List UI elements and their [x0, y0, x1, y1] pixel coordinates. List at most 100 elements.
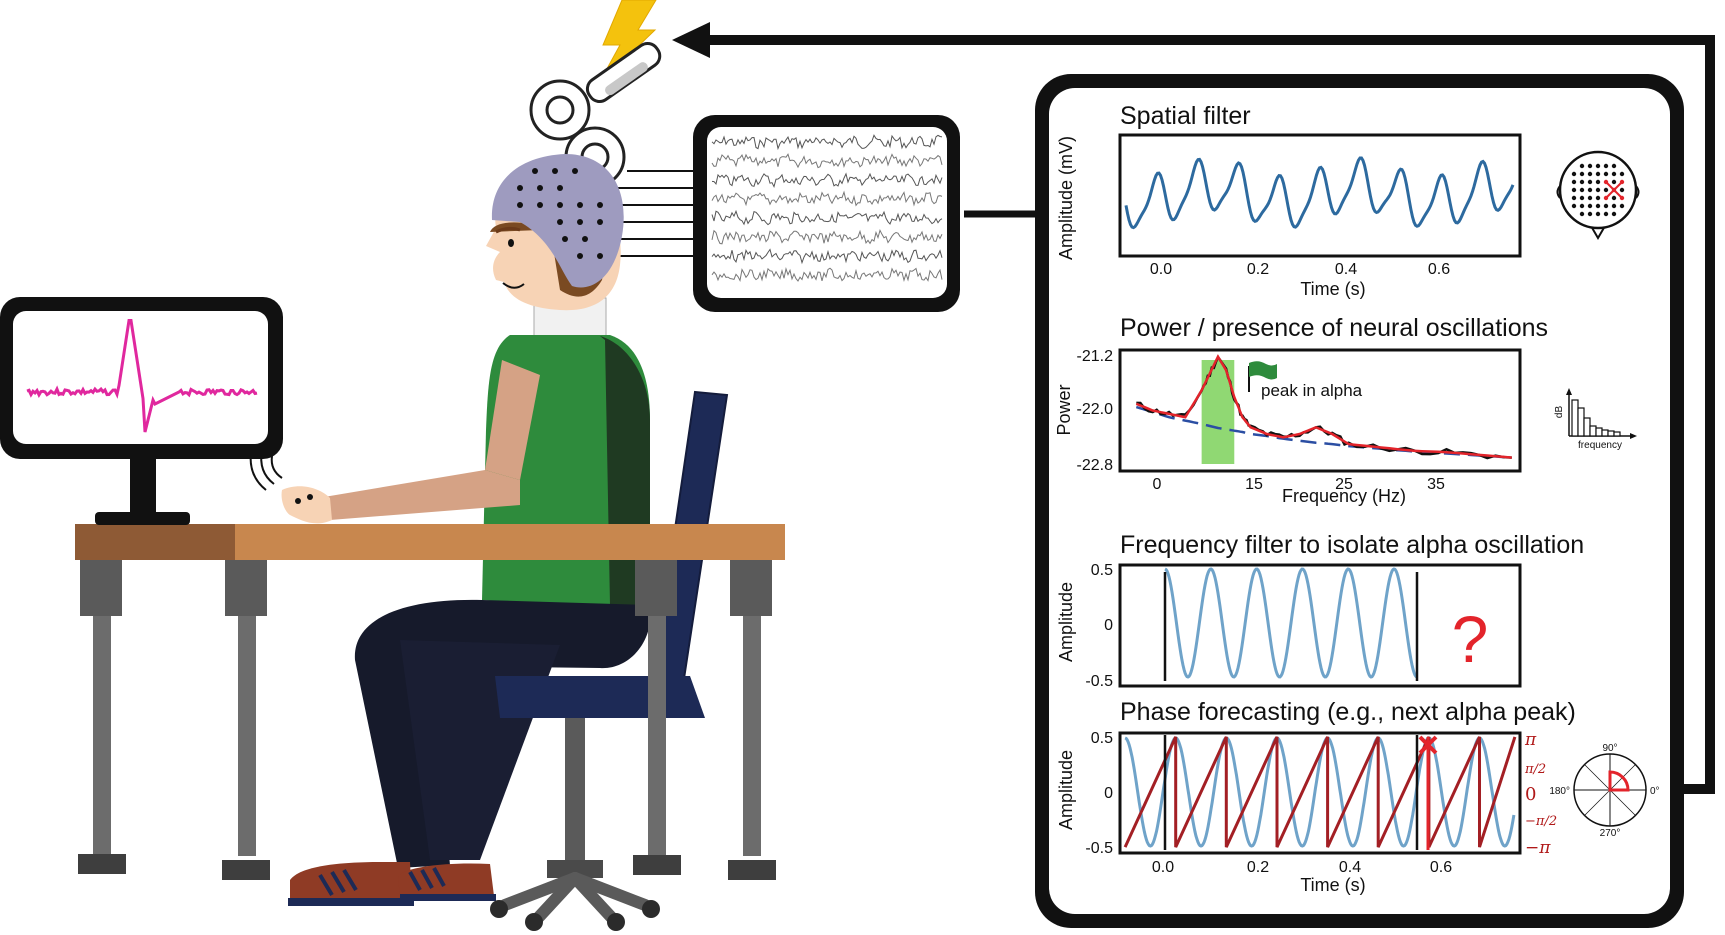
- electrode-dot: [1579, 179, 1585, 185]
- power-ytick: -22.0: [1077, 401, 1114, 418]
- electrode-dot: [1603, 211, 1609, 217]
- eeg-channel-trace: [711, 248, 943, 265]
- power-spectrum-panel: Power / presence of neural oscillations …: [1054, 314, 1637, 506]
- power-ytick: -21.2: [1077, 348, 1114, 365]
- electrode-dot: [1587, 203, 1593, 209]
- desk: [75, 524, 785, 880]
- power-model-line: [1135, 354, 1512, 459]
- phase-title: Phase forecasting (e.g., next alpha peak…: [1120, 698, 1576, 726]
- polar-phase-icon: 90° 180° 0° 270°: [1549, 743, 1659, 839]
- electrode-dot: [1587, 163, 1593, 169]
- spatial-filter-panel: Spatial filter Amplitude (mV) 0.0 0.2 0.…: [1056, 102, 1640, 299]
- phase-xtick: 0.0: [1152, 859, 1174, 876]
- phase-rtick-minus-half-pi: −π/2: [1525, 814, 1557, 829]
- spatial-xlabel: Time (s): [1300, 279, 1365, 299]
- eeg-channel-trace: [711, 134, 943, 151]
- alpha-band-highlight: [1201, 360, 1235, 464]
- electrode-dot: [1619, 171, 1625, 177]
- phase-rtick-minus-pi: −π: [1525, 838, 1551, 858]
- freq-ylabel: Amplitude: [1056, 582, 1076, 662]
- eeg-channel-trace: [711, 153, 943, 169]
- flag-icon: [1248, 361, 1277, 392]
- eeg-channel-trace: [711, 172, 943, 188]
- power-xtick: 35: [1427, 476, 1445, 493]
- electrode-dot: [1579, 211, 1585, 217]
- electrode-dot: [1579, 195, 1585, 201]
- phase-xtick: 0.2: [1247, 859, 1269, 876]
- electrode-dot: [1603, 203, 1609, 209]
- phase-ytick: -0.5: [1085, 840, 1113, 857]
- electrode-dot: [1571, 171, 1577, 177]
- electrode-head-icon: [1556, 150, 1640, 240]
- polar-label-90: 90°: [1602, 743, 1617, 754]
- electrode-dot: [1571, 179, 1577, 185]
- phase-rtick-half-pi: π/2: [1524, 762, 1546, 777]
- alpha-sine-trace: [1164, 567, 1418, 679]
- power-title: Power / presence of neural oscillations: [1120, 314, 1548, 342]
- computer-monitor: [0, 297, 283, 525]
- phase-ylabel: Amplitude: [1056, 750, 1076, 830]
- electrode-dot: [1579, 187, 1585, 193]
- power-xtick: 0: [1153, 476, 1162, 493]
- electrode-dot: [1571, 203, 1577, 209]
- phase-rtick-pi: π: [1524, 730, 1537, 750]
- phase-rtick-zero: 0: [1525, 784, 1536, 805]
- freq-ytick: 0: [1104, 617, 1113, 634]
- electrode-dot: [1611, 179, 1617, 185]
- phase-plot-frame: [1118, 731, 1522, 855]
- electrode-dot: [1579, 203, 1585, 209]
- electrode-dot: [1579, 163, 1585, 169]
- freq-ytick: 0.5: [1091, 562, 1113, 579]
- spatial-plot-frame: [1118, 133, 1522, 258]
- electrode-dot: [1587, 179, 1593, 185]
- spatial-xtick: 0.2: [1247, 261, 1269, 278]
- spectrum-inset-icon: dB frequency: [1554, 388, 1637, 451]
- inset-ylabel: dB: [1554, 406, 1565, 419]
- unknown-future-mark: ?: [1452, 602, 1489, 676]
- pipeline-panel: [1035, 74, 1684, 928]
- electrode-dot: [1587, 195, 1593, 201]
- power-xtick: 15: [1245, 476, 1263, 493]
- spatial-ylabel: Amplitude (mV): [1056, 136, 1076, 260]
- eeg-channel-trace: [711, 209, 943, 226]
- phase-forecasting-panel: Phase forecasting (e.g., next alpha peak…: [1056, 698, 1660, 895]
- polar-label-270: 270°: [1600, 828, 1621, 839]
- electrode-dot: [1595, 171, 1601, 177]
- electrode-dot: [1595, 187, 1601, 193]
- power-xlabel: Frequency (Hz): [1282, 486, 1406, 506]
- electrode-dot: [1603, 187, 1609, 193]
- electrode-dot: [1595, 195, 1601, 201]
- electrode-dot: [1595, 203, 1601, 209]
- freq-plot-frame: [1118, 563, 1522, 688]
- peak-annotation: peak in alpha: [1261, 381, 1363, 400]
- electrode-dot: [1579, 171, 1585, 177]
- electrode-dot: [1611, 171, 1617, 177]
- electrode-dot: [1595, 179, 1601, 185]
- eeg-channel-trace: [711, 190, 943, 207]
- power-ytick: -22.8: [1077, 457, 1114, 474]
- eeg-channel-trace: [711, 229, 943, 245]
- eeg-channel-trace: [711, 267, 943, 283]
- inset-xlabel: frequency: [1578, 440, 1622, 451]
- electrode-dot: [1611, 211, 1617, 217]
- electrode-dot: [1587, 171, 1593, 177]
- electrode-dot: [1619, 187, 1625, 193]
- electrode-dot: [1619, 203, 1625, 209]
- phase-sine-trace: [1124, 736, 1516, 848]
- electrode-dot: [1587, 187, 1593, 193]
- spatial-filter-title: Spatial filter: [1120, 102, 1251, 130]
- spatial-xtick: 0.4: [1335, 261, 1357, 278]
- electrode-dot: [1603, 171, 1609, 177]
- phase-xtick: 0.6: [1430, 859, 1452, 876]
- polar-label-0: 0°: [1650, 786, 1660, 797]
- electrode-cross: [1605, 181, 1623, 199]
- power-ylabel: Power: [1054, 384, 1074, 435]
- electrode-dot: [1571, 195, 1577, 201]
- electrode-dot: [1611, 163, 1617, 169]
- eeg-monitor: [693, 115, 960, 312]
- power-xtick: 25: [1335, 476, 1353, 493]
- spatial-xtick: 0.0: [1150, 261, 1172, 278]
- spatial-filter-trace: [1124, 156, 1515, 230]
- electrode-dot: [1611, 195, 1617, 201]
